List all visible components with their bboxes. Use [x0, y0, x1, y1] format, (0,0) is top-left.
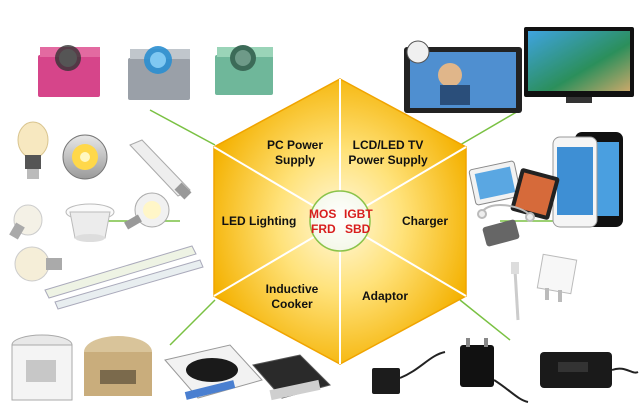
center-label-frd: FRD — [311, 222, 336, 236]
center-circle — [309, 190, 371, 252]
segment-label-line: LED Lighting — [221, 214, 297, 228]
pc-power-supply-pink-icon — [38, 45, 100, 97]
center-label-sbd: SBD — [345, 222, 371, 236]
segment-label-line: LCD/LED TV — [352, 138, 424, 152]
usb-cable-icon — [511, 262, 520, 321]
phone-white-icon — [552, 136, 598, 228]
segment-label-pc-power-supply: PC Power Supply — [240, 138, 350, 168]
flat-tv-icon — [524, 27, 634, 103]
led-downlight-icon — [65, 203, 115, 242]
pc-power-supply-green-icon — [215, 45, 273, 95]
segment-label-line: Adaptor — [362, 289, 408, 303]
segment-label-line: Charger — [401, 214, 448, 228]
tablet-icon — [468, 160, 522, 206]
segment-label-line: Power Supply — [348, 153, 428, 167]
led-bulb-small-icon — [9, 204, 43, 240]
led-tube-short-icon — [129, 139, 192, 200]
segment-label-line: Supply — [274, 153, 315, 167]
led-tube-long-icon — [44, 245, 204, 310]
induction-cooker-black-icon — [252, 354, 331, 401]
led-spotlight-icon — [62, 134, 108, 180]
wall-adapter-icon — [372, 351, 446, 394]
laptop-adapter-icon — [540, 352, 639, 388]
center-label-mos: MOS — [309, 207, 337, 221]
segment-label-inductive-cooker: Inductive Cooker — [237, 282, 347, 312]
wall-charger-cube-icon — [536, 253, 578, 302]
segment-label-line: Inductive — [265, 282, 319, 296]
segment-label-line: PC Power — [266, 138, 323, 152]
segment-label-lcd-led-tv: LCD/LED TV Power Supply — [333, 138, 443, 168]
led-bulb-globe-icon — [14, 246, 62, 282]
tablet-black-icon — [510, 168, 560, 220]
segment-label-adaptor: Adaptor — [330, 289, 440, 304]
power-bank-icon — [482, 219, 520, 247]
led-bulb-icon — [17, 121, 49, 179]
segment-label-led-lighting: LED Lighting — [204, 214, 314, 229]
wall-adapter-plug-icon — [460, 338, 529, 403]
induction-cooker-white-icon — [164, 344, 263, 400]
pc-power-supply-blue-icon — [128, 46, 190, 100]
crt-tv-icon — [404, 40, 522, 113]
earphones-icon — [477, 204, 535, 222]
segment-label-charger: Charger — [370, 214, 480, 229]
rice-cooker-white-icon — [11, 334, 73, 401]
segment-label-line: Cooker — [271, 297, 313, 311]
rice-cooker-gold-icon — [84, 336, 152, 396]
center-label-igbt: IGBT — [344, 207, 373, 221]
led-spotlight-mr16-icon — [124, 192, 170, 230]
